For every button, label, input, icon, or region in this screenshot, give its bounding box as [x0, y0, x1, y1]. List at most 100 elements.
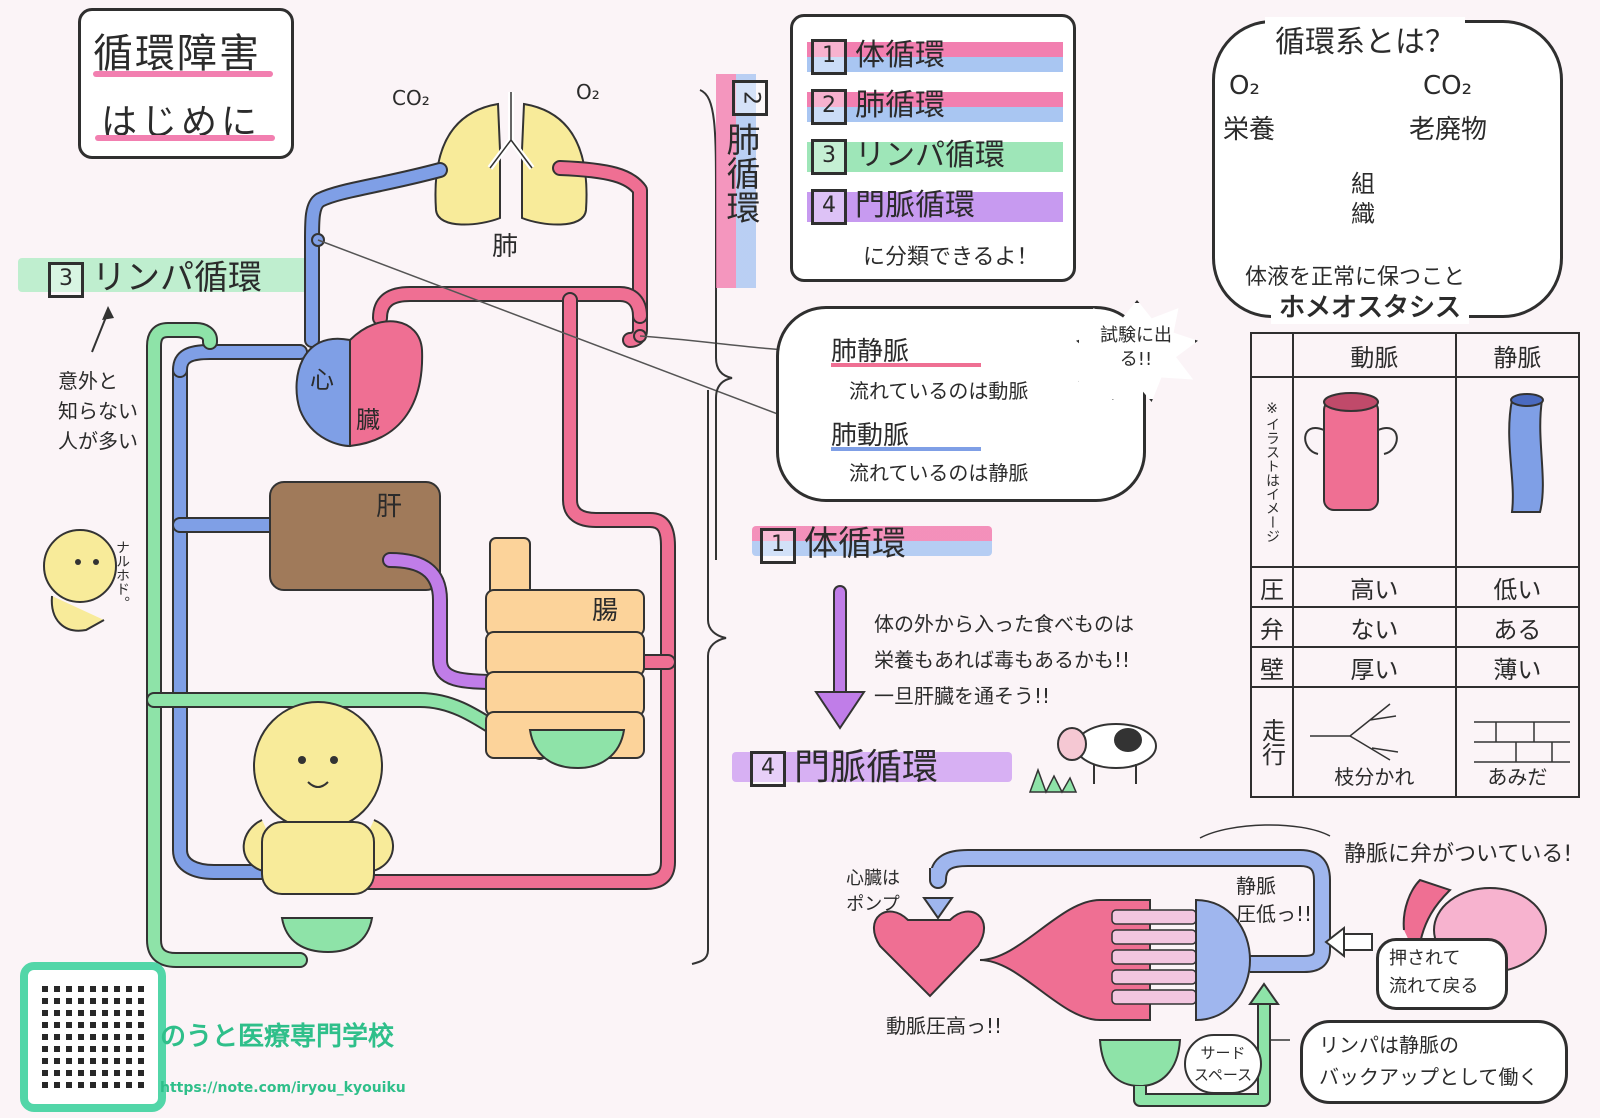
pulmonary-bracket	[699, 89, 733, 560]
table-cell-artery: 厚い	[1292, 646, 1457, 688]
class-item-systemic-bar1	[807, 41, 1059, 56]
class-item-pulmonary-num: 2	[811, 88, 847, 125]
table-corner	[1250, 332, 1294, 378]
push-arrow-body	[1343, 933, 1373, 951]
pump-heart	[873, 910, 985, 998]
systemic-heading-label: 体循環	[804, 524, 906, 564]
pulmonary-artery-label: 肺動脈	[831, 421, 910, 451]
pulmonary-vein-underline	[831, 363, 981, 367]
lymph-backup-1: リンパは静脈の	[1319, 1033, 1459, 1057]
valve-note: 静脈に弁がついている!	[1344, 842, 1573, 867]
table-cell-vein: 低い	[1454, 566, 1581, 608]
qr-code-icon[interactable]	[42, 984, 144, 1088]
table-header-artery: 動脈	[1292, 332, 1457, 378]
lymph-backup-note: リンパは静脈の バックアップとして働く	[1319, 1029, 1538, 1093]
qr-code-frame[interactable]	[20, 962, 166, 1112]
note-arrow-head	[102, 306, 114, 320]
table-vein-image-cell	[1454, 376, 1581, 568]
intestine-label: 腸	[592, 596, 619, 626]
classification-note: に分類できるよ！	[863, 245, 1039, 270]
homeostasis-line: 体液を正常に保つこと	[1245, 265, 1466, 290]
class-item-portal-label: 門脈循環	[855, 188, 975, 223]
o2-label: O₂	[576, 80, 600, 104]
cow-icon	[1057, 723, 1157, 784]
left-note-line3: 人が多い	[58, 429, 138, 453]
third-space-badge: サード スペース	[1184, 1034, 1262, 1094]
page-title: 循環障害	[93, 31, 261, 77]
portal-arrow-head	[814, 691, 866, 730]
thinking-character	[43, 529, 117, 632]
pushed-note-box: 押されて 流れて戻る	[1376, 938, 1508, 1010]
co2-label: CO₂	[392, 86, 430, 110]
lungs	[434, 92, 588, 226]
class-item-pulmonary-label: 肺循環	[855, 88, 945, 123]
table-cell-vein: あみだ	[1454, 686, 1581, 798]
liver-organ	[269, 481, 441, 591]
table-row-label: 弁	[1250, 606, 1294, 648]
table-row: 弁 ない ある	[1250, 606, 1581, 648]
bowl-third-space	[1098, 1039, 1182, 1088]
pulmonary-artery-line	[317, 239, 821, 431]
heart-organ	[295, 320, 424, 448]
subtitle-underline	[95, 135, 275, 141]
valve-arrow	[1199, 824, 1331, 839]
pulmonary-vein-label: 肺静脈	[831, 337, 910, 367]
lymph-backup-box: リンパは静脈の バックアップとして働く	[1300, 1020, 1568, 1104]
return-vein	[931, 851, 1329, 971]
lymph-return	[1135, 1000, 1269, 1105]
lymph-return-arrow	[1248, 982, 1280, 1005]
pump-heart-label-1: 心臓は	[846, 868, 900, 889]
pulmonary-heading-highlight	[716, 74, 756, 288]
table-row: 走行 枝分かれ あみだ	[1250, 686, 1581, 798]
pulmonary-artery-note: 流れているのは静脈	[849, 461, 1029, 485]
liver-label: 肝	[376, 492, 403, 522]
grass-icon	[1028, 767, 1078, 794]
class-item-systemic-num: 1	[811, 38, 847, 75]
vein-pressure-note: 静脈 圧低っ!!	[1236, 872, 1312, 928]
pulmonary-heading-label: 肺循環	[720, 122, 760, 224]
exam-note: 試験に出る!!	[1100, 325, 1172, 370]
portal-note-line1: 体の外から入った食べものは	[874, 612, 1134, 636]
portal-note: 体の外から入った食べものは 栄養もあれば毒もあるかも!! 一旦肝臓を通そう!!	[874, 606, 1134, 714]
pulmonary-heading: 2 肺循環	[718, 80, 768, 224]
school-name: のうと医療専門学校	[160, 1022, 395, 1052]
portal-note-line2: 栄養もあれば毒もあるかも!!	[874, 648, 1131, 672]
body-character	[242, 701, 394, 895]
pulmonary-heading-number: 2	[731, 80, 768, 116]
heart-label-2: 臓	[356, 406, 380, 434]
pump-heart-label-2: ポンプ	[846, 894, 900, 915]
class-item-portal-num: 4	[811, 188, 847, 225]
pulmonary-artery-underline	[831, 447, 981, 451]
class-item-lymph-num: 3	[811, 138, 847, 175]
table-row-label: 圧	[1250, 566, 1294, 608]
bowl-body	[280, 917, 374, 954]
table-cell-artery: ない	[1292, 606, 1457, 648]
class-item-lymph-label: リンパ循環	[855, 138, 1005, 173]
table-cell-artery: 枝分かれ	[1292, 686, 1457, 798]
homeostasis-title: 循環系とは？	[1265, 17, 1465, 61]
portal-note-line3: 一旦肝臓を通そう!!	[874, 684, 1051, 708]
lung-label: 肺	[492, 232, 519, 262]
table-artery-image-cell	[1292, 376, 1457, 568]
bowl-intestine	[528, 729, 626, 770]
lymph-heading-number: 3	[48, 261, 84, 298]
pushed-note-2: 流れて戻る	[1389, 976, 1479, 997]
systemic-heading-highlight	[752, 526, 992, 556]
vein-pressure-note-1: 静脈	[1236, 874, 1276, 898]
homeostasis-out-bottom: 老廃物	[1409, 115, 1488, 145]
pump-heart-label: 心臓は ポンプ	[846, 866, 900, 918]
pulmonary-vein-note: 流れているのは動脈	[849, 379, 1029, 403]
third-space-1: サード	[1200, 1044, 1246, 1062]
table-cell-artery: 高い	[1292, 566, 1457, 608]
school-url-link[interactable]: https://note.com/iryou_kyouiku	[160, 1080, 406, 1096]
table-cell-vein: 薄い	[1454, 646, 1581, 688]
third-space-2: スペース	[1193, 1066, 1253, 1084]
table-cell-vein: ある	[1454, 606, 1581, 648]
